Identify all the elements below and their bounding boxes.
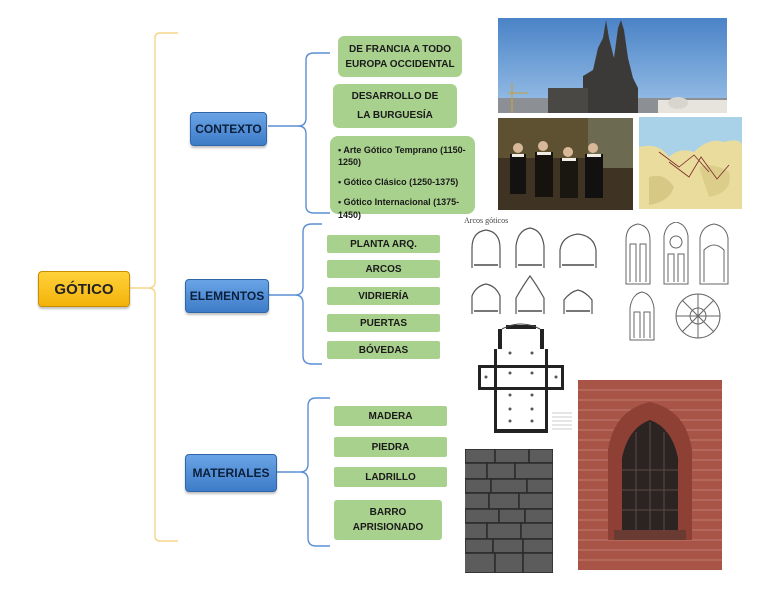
europe-map bbox=[639, 117, 742, 209]
elementos-item-vidrieria: VIDRIERÍA bbox=[327, 287, 440, 305]
arches-caption: Arcos góticos bbox=[464, 216, 509, 225]
materiales-item-madera: MADERA bbox=[334, 406, 447, 426]
leaf-label: BARRO bbox=[369, 507, 407, 518]
contexto-item-burguesia: DESARROLLO DE LA BURGUESÍA bbox=[333, 84, 457, 128]
elementos-item-planta: PLANTA ARQ. bbox=[327, 235, 440, 253]
cathedral-floor-plan bbox=[476, 323, 576, 435]
contexto-item-francia: DE FRANCIA A TODO EUROPA OCCIDENTAL bbox=[338, 36, 462, 77]
leaf-label: PIEDRA bbox=[371, 441, 410, 453]
category-label: ELEMENTOS bbox=[189, 289, 265, 303]
group-portrait-painting bbox=[498, 118, 633, 210]
stone-wall-photo bbox=[465, 449, 553, 573]
leaf-label: BÓVEDAS bbox=[358, 344, 409, 356]
brick-window-photo bbox=[578, 380, 722, 570]
leaf-label: APRISIONADO bbox=[352, 522, 424, 533]
materiales-item-piedra: PIEDRA bbox=[334, 437, 447, 457]
leaf-label: PLANTA ARQ. bbox=[350, 238, 417, 250]
leaf-label: ARCOS bbox=[365, 263, 402, 275]
materiales-item-barro: BARRO APRISIONADO bbox=[334, 500, 442, 540]
leaf-label: MADERA bbox=[368, 410, 413, 422]
category-label: MATERIALES bbox=[192, 466, 270, 480]
leaf-label: DE FRANCIA A TODO bbox=[348, 43, 452, 55]
category-materiales: MATERIALES bbox=[185, 454, 277, 492]
elementos-item-bovedas: BÓVEDAS bbox=[327, 341, 440, 359]
leaf-label: VIDRIERÍA bbox=[358, 290, 409, 302]
category-label: CONTEXTO bbox=[195, 122, 262, 136]
cathedral-photo bbox=[498, 18, 727, 113]
root-label: GÓTICO bbox=[54, 280, 114, 298]
period-item: • Gótico Internacional (1375-1450) bbox=[338, 197, 460, 220]
elementos-item-arcos: ARCOS bbox=[327, 260, 440, 278]
period-item: • Gótico Clásico (1250-1375) bbox=[338, 177, 459, 188]
category-contexto: CONTEXTO bbox=[190, 112, 267, 146]
leaf-label: LADRILLO bbox=[365, 471, 416, 483]
leaf-label: PUERTAS bbox=[359, 317, 408, 329]
root-node-gotico: GÓTICO bbox=[38, 271, 130, 307]
gothic-windows-diagram bbox=[620, 222, 732, 342]
leaf-label: LA BURGUESÍA bbox=[357, 110, 433, 121]
category-elementos: ELEMENTOS bbox=[185, 279, 269, 313]
elementos-item-puertas: PUERTAS bbox=[327, 314, 440, 332]
contexto-periods-list: • Arte Gótico Temprano (1150-1250) • Gót… bbox=[330, 136, 475, 220]
period-item: • Arte Gótico Temprano (1150-1250) bbox=[338, 145, 466, 168]
arches-diagram: Arcos góticos bbox=[464, 216, 609, 316]
leaf-label: EUROPA OCCIDENTAL bbox=[345, 58, 455, 70]
leaf-label: DESARROLLO DE bbox=[351, 91, 439, 102]
materiales-item-ladrillo: LADRILLO bbox=[334, 467, 447, 487]
